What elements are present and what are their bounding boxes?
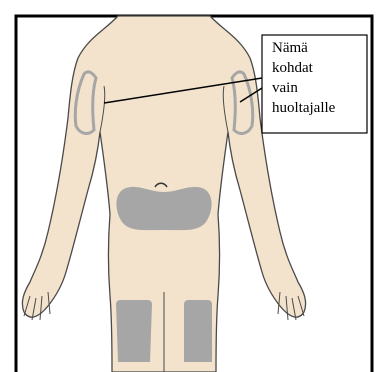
left-thigh-injection-site <box>116 300 152 362</box>
abdomen-injection-site <box>116 187 211 230</box>
right-thigh-injection-site <box>184 300 212 362</box>
callout-text: Nämä kohdat vain huoltajalle <box>262 35 367 133</box>
callout-line-2: kohdat <box>272 58 367 78</box>
callout-line-4: huoltajalle <box>272 98 367 118</box>
callout-line-3: vain <box>272 78 367 98</box>
callout-line-1: Nämä <box>272 38 367 58</box>
